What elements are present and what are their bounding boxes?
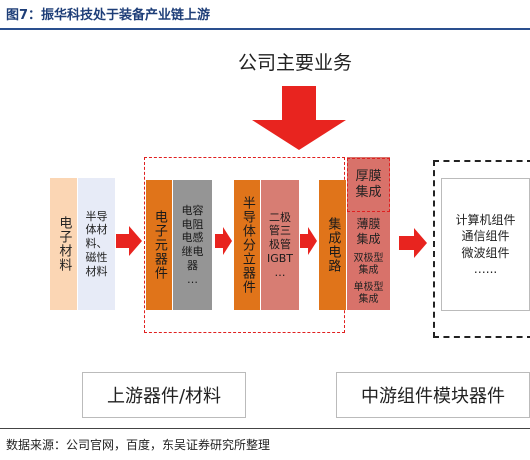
thick-film-label: 厚膜 集成 bbox=[355, 168, 382, 200]
discrete-devices-box: 半导体分立器件 bbox=[234, 180, 260, 310]
midstream-modules-details: 计算机组件 通信组件 微波组件 …... bbox=[455, 213, 516, 276]
unipolar-box: 单极型 集成 bbox=[347, 280, 390, 308]
right-arrow-4 bbox=[399, 228, 427, 258]
electronic-materials-label: 电子材料 bbox=[56, 216, 72, 272]
components-details-box: 电容 电阻 电感 继电 器 … bbox=[173, 180, 212, 310]
big-down-arrow bbox=[252, 86, 346, 150]
integrated-circuits-box: 集成电路 bbox=[319, 180, 346, 310]
materials-details-box: 半导 体材 料、 磁性 材料 bbox=[78, 178, 115, 310]
bipolar-box: 双极型 集成 bbox=[347, 251, 390, 279]
midstream-outline bbox=[433, 160, 530, 338]
discrete-details: 二极 管三 极管 IGBT … bbox=[266, 210, 294, 279]
footer-rule bbox=[0, 428, 530, 429]
right-arrow-1 bbox=[116, 226, 142, 256]
title-rule bbox=[0, 28, 530, 30]
discrete-devices-label: 半导体分立器件 bbox=[239, 196, 255, 294]
integrated-circuits-label: 集成电路 bbox=[325, 217, 341, 273]
ic-types-box bbox=[347, 157, 390, 310]
thin-film-label: 薄膜 集成 bbox=[356, 217, 381, 246]
materials-details: 半导 体材 料、 磁性 材料 bbox=[85, 209, 108, 278]
right-arrow-3 bbox=[300, 227, 317, 255]
discrete-details-box: 二极 管三 极管 IGBT … bbox=[261, 180, 299, 310]
electronic-materials-box: 电子材料 bbox=[50, 178, 77, 310]
bipolar-label: 双极型 集成 bbox=[353, 252, 384, 277]
upstream-stage-label: 上游器件/材料 bbox=[82, 372, 246, 418]
unipolar-label: 单极型 集成 bbox=[353, 281, 384, 306]
electronic-components-box: 电子元器件 bbox=[146, 180, 172, 310]
thin-film-box: 薄膜 集成 bbox=[347, 214, 390, 250]
thick-film-box: 厚膜 集成 bbox=[347, 158, 390, 212]
midstream-modules-box: 计算机组件 通信组件 微波组件 …... bbox=[441, 178, 530, 311]
main-business-title: 公司主要业务 bbox=[237, 52, 352, 74]
source-note: 数据来源：公司官网，百度，东吴证券研究所整理 bbox=[6, 438, 271, 452]
midstream-stage-label: 中游组件模块器件 bbox=[336, 372, 530, 418]
components-details: 电容 电阻 电感 继电 器 … bbox=[181, 203, 204, 286]
figure-title: 图7：振华科技处于装备产业链上游 bbox=[6, 8, 211, 23]
right-arrow-2 bbox=[215, 227, 232, 255]
electronic-components-label: 电子元器件 bbox=[151, 210, 167, 280]
